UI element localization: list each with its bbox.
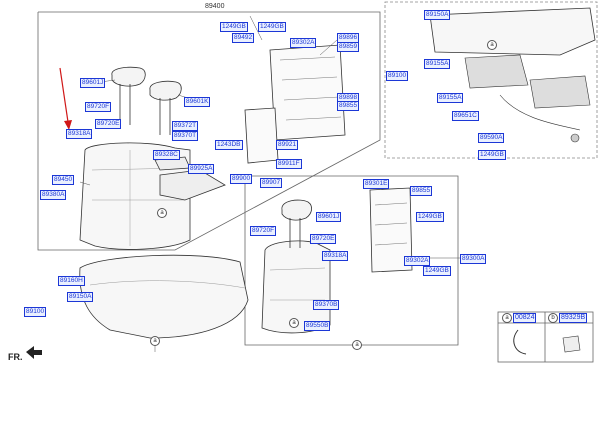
heater-pad-2 <box>529 75 591 109</box>
table-border <box>497 311 594 363</box>
part-label[interactable]: 89150A <box>67 292 94 302</box>
assembly-border <box>37 11 381 251</box>
part-label[interactable]: 89855 <box>337 101 360 111</box>
part-label[interactable]: 89150A <box>424 10 451 20</box>
part-label[interactable]: 89651C <box>452 111 479 121</box>
part-label[interactable]: 89328C <box>153 150 180 160</box>
panel-shape <box>244 107 279 164</box>
part-label[interactable]: 89925A <box>188 164 215 174</box>
callout-a: a <box>289 318 299 328</box>
headrest-center-shape <box>149 80 182 101</box>
seat-frame-shape <box>269 44 346 141</box>
part-label[interactable]: 89318A <box>322 251 349 261</box>
pad-part-shape <box>562 335 581 353</box>
part-label[interactable]: 89370T <box>172 131 199 141</box>
part-label[interactable]: 89720E <box>310 234 337 244</box>
part-label[interactable]: 89921 <box>276 140 299 150</box>
part-label[interactable]: 1249GB <box>478 150 506 160</box>
part-label[interactable]: 89492 <box>232 33 255 43</box>
front-label: FR. <box>8 352 23 362</box>
part-label[interactable]: 89301E <box>363 179 390 189</box>
part-label[interactable]: 89911F <box>276 159 302 169</box>
part-label[interactable]: 1249GB <box>423 266 451 276</box>
part-label[interactable]: 89302A <box>404 256 431 266</box>
clip-part-shape <box>513 329 527 355</box>
part-label[interactable]: 89160H <box>58 276 85 286</box>
assembly-number-top: 89400 <box>205 3 225 10</box>
part-label[interactable]: 89450 <box>52 175 75 185</box>
callout-a: a <box>157 208 167 218</box>
table-part-b[interactable]: 89329B <box>559 313 588 323</box>
part-label[interactable]: 89300A <box>460 254 487 264</box>
cushion-dashed-border <box>384 1 598 159</box>
part-label[interactable]: 89550B <box>304 321 331 331</box>
armrest-shape <box>159 169 226 201</box>
heater-pad-1 <box>464 54 529 89</box>
right-cushion-shape <box>429 7 596 56</box>
part-label[interactable]: 89720E <box>95 119 122 129</box>
part-label[interactable]: 89720F <box>85 102 112 112</box>
part-label[interactable]: 89155A <box>424 59 451 69</box>
part-label[interactable]: 89372T <box>172 121 199 131</box>
red-arrow-head <box>64 120 72 130</box>
table-callout-b: b <box>548 313 558 323</box>
callout-a: a <box>352 340 362 350</box>
part-label[interactable]: 89601J <box>316 212 342 222</box>
part-label[interactable]: 89855 <box>410 186 433 196</box>
part-label[interactable]: 89601K <box>184 97 211 107</box>
part-label[interactable]: 89601J <box>80 78 106 88</box>
part-label[interactable]: 89100 <box>24 307 47 317</box>
part-label[interactable]: 1243DB <box>215 140 243 150</box>
part-label[interactable]: 89900 <box>230 174 253 184</box>
headrest-right-shape <box>281 199 312 221</box>
headrest-left-shape <box>111 66 146 87</box>
part-label[interactable]: 89590A <box>478 133 505 143</box>
part-label[interactable]: 89380A <box>40 190 67 200</box>
callout-a: a <box>487 40 497 50</box>
fr-arrow <box>26 346 42 359</box>
part-label[interactable]: 1249GB <box>258 22 286 32</box>
part-label[interactable]: 89907 <box>260 178 283 188</box>
frame-right-shape <box>369 187 413 273</box>
part-label[interactable]: 1249GB <box>416 212 444 222</box>
table-part-a[interactable]: 00824 <box>513 313 537 323</box>
part-label[interactable]: 89100 <box>386 71 409 81</box>
part-label[interactable]: 89302A <box>290 38 317 48</box>
table-callout-a: a <box>502 313 512 323</box>
part-label[interactable]: 89318A <box>66 129 93 139</box>
part-label[interactable]: 89370B <box>313 300 340 310</box>
callout-a: a <box>150 336 160 346</box>
part-label[interactable]: 89155A <box>437 93 464 103</box>
red-arrow-line <box>59 67 69 123</box>
seat-cushion-shape <box>79 254 249 339</box>
part-label[interactable]: 89859 <box>337 42 360 52</box>
part-label[interactable]: 89720F <box>250 226 277 236</box>
part-label[interactable]: 1249GB <box>220 22 248 32</box>
